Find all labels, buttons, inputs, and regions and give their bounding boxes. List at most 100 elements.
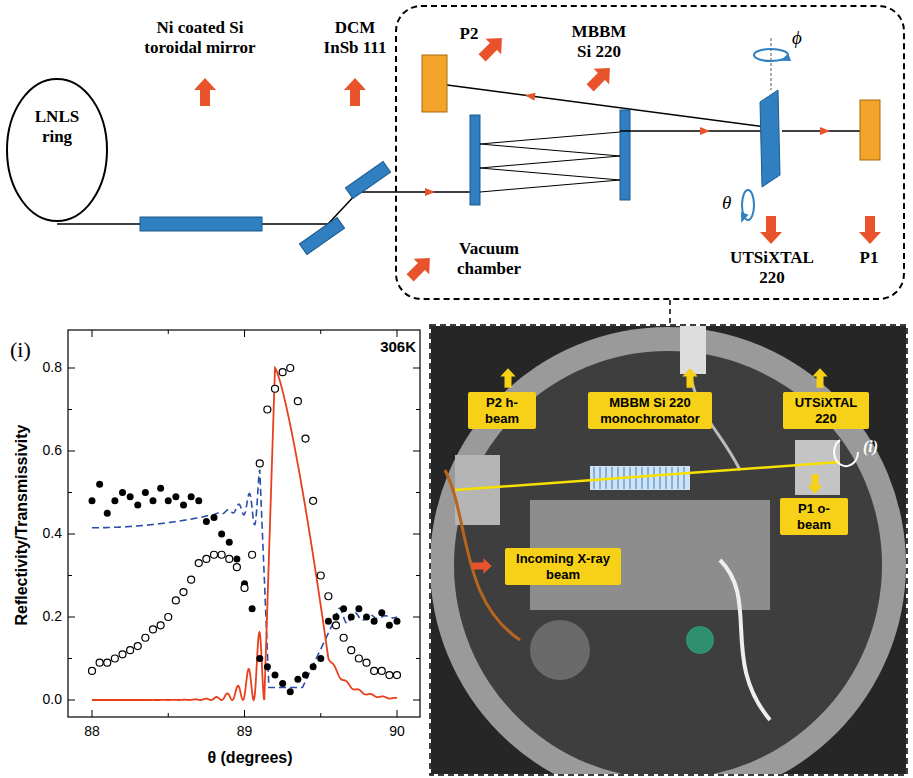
component-label: UTSiXTAL 220 xyxy=(722,248,822,287)
transmissivity-point xyxy=(279,680,286,687)
toroidal-mirror xyxy=(140,217,262,231)
y-tick-label: 0.8 xyxy=(43,360,62,375)
transmissivity-point xyxy=(363,614,370,621)
panel-label: (i) xyxy=(863,438,878,456)
pointer-arrow xyxy=(760,216,782,244)
reflectivity-point xyxy=(294,398,301,405)
y-tick xyxy=(68,492,72,493)
reflectivity-point xyxy=(119,651,126,658)
reflectivity-point xyxy=(264,406,271,413)
rotation-symbol: ϕ xyxy=(792,28,814,49)
x-tick-label: 88 xyxy=(84,724,100,739)
y-tick xyxy=(68,700,75,701)
sample-crystal xyxy=(760,90,780,187)
photo-callout: P2 h-beam xyxy=(468,392,536,429)
crystal-blade xyxy=(683,467,685,489)
x-tick xyxy=(397,710,398,717)
transmissivity-point xyxy=(226,539,233,546)
transmissivity-point xyxy=(386,622,393,629)
pointer-arrow xyxy=(682,368,697,388)
reflectivity-point xyxy=(394,672,401,679)
transmissivity-point xyxy=(256,655,263,662)
pointer-arrow xyxy=(500,368,515,388)
x-ray-beam xyxy=(455,462,840,490)
transmissivity-point xyxy=(89,497,96,504)
reflectivity-theory-curve xyxy=(92,368,397,700)
pointer-arrow xyxy=(807,474,822,494)
y-tick-label: 0.0 xyxy=(43,692,62,707)
y-tick-label: 0.6 xyxy=(43,443,62,458)
reflectivity-point xyxy=(279,369,286,376)
ring-ellipse xyxy=(7,79,107,221)
transmissivity-point xyxy=(325,618,332,625)
pointer-arrow xyxy=(402,250,437,285)
reflectivity-point xyxy=(241,584,248,591)
transmissivity-point xyxy=(264,663,271,670)
photo-callout: Incoming X-ray beam xyxy=(505,548,621,585)
x-tick xyxy=(397,330,398,337)
reflectivity-point xyxy=(150,626,157,633)
reflectivity-point xyxy=(89,667,96,674)
rocking-curve-chart xyxy=(68,330,420,717)
detector-label: P2 xyxy=(452,24,486,44)
transmissivity-point xyxy=(317,655,324,662)
pointer-arrow xyxy=(194,78,216,106)
rotation-arrow xyxy=(834,440,858,466)
x-tick xyxy=(244,330,245,337)
reflectivity-point xyxy=(378,667,385,674)
reflectivity-point xyxy=(104,659,111,666)
ring-outline xyxy=(5,77,109,223)
reflectivity-point xyxy=(355,655,362,662)
reflectivity-point xyxy=(386,672,393,679)
transmissivity-point xyxy=(355,605,362,612)
node-label: P1 o-beam xyxy=(786,501,842,532)
transmissivity-point xyxy=(394,618,401,625)
transmissivity-point xyxy=(104,510,111,517)
reflectivity-point xyxy=(325,593,332,600)
transmissivity-point xyxy=(310,663,317,670)
transmissivity-point xyxy=(203,518,210,525)
reflectivity-point xyxy=(188,576,195,583)
reflected-beam xyxy=(447,85,766,127)
transmissivity-point xyxy=(218,531,225,538)
y-tick xyxy=(416,409,420,410)
pointer-arrow xyxy=(472,558,492,573)
beam-path xyxy=(57,192,470,224)
reflectivity-point xyxy=(272,385,279,392)
transmissivity-theory-curve xyxy=(92,470,397,688)
y-tick xyxy=(68,617,75,618)
node-label: Vacuum chamber xyxy=(447,239,531,278)
crystal-blade xyxy=(593,467,595,489)
reflectivity-point xyxy=(256,460,263,467)
feedthrough xyxy=(680,326,706,374)
transmissivity-point xyxy=(188,493,195,500)
reflectivity-point xyxy=(142,634,149,641)
y-tick xyxy=(416,575,420,576)
temperature-label: 306K xyxy=(372,339,416,356)
y-tick xyxy=(416,658,420,659)
transmissivity-point xyxy=(287,688,294,695)
x-tick xyxy=(320,713,321,717)
reflectivity-point xyxy=(157,622,164,629)
reflectivity-point xyxy=(287,365,294,372)
panel-label: (i) xyxy=(10,338,31,362)
plot-frame xyxy=(68,330,420,717)
reflectivity-point xyxy=(218,551,225,558)
reflectivity-point xyxy=(111,655,118,662)
transmissivity-point xyxy=(249,605,256,612)
crystal-blade xyxy=(653,467,655,489)
transmissivity-point xyxy=(348,614,355,621)
chamber-photo xyxy=(431,326,906,774)
motor xyxy=(686,626,714,654)
node-label: LNLS ring xyxy=(27,107,87,146)
reflectivity-point xyxy=(211,551,218,558)
zoom-link xyxy=(669,300,671,325)
transmissivity-point xyxy=(96,481,103,488)
y-tick xyxy=(68,658,72,659)
y-tick xyxy=(416,492,420,493)
reflectivity-point xyxy=(172,597,179,604)
storage-ring: LNLS ring xyxy=(5,77,109,223)
transmissivity-point xyxy=(111,497,118,504)
